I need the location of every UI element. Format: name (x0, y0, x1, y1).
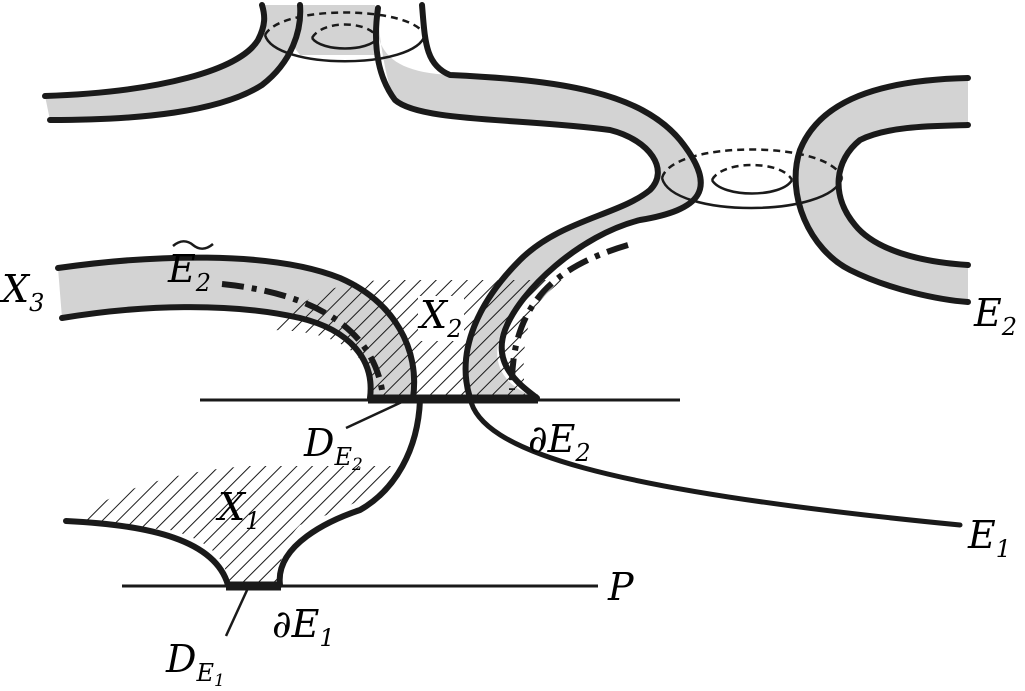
planes (122, 398, 680, 588)
label-boundary-e2: ∂E2 (528, 417, 591, 467)
label-d-e2: DE2 (304, 421, 363, 475)
label-e2: E2 (974, 291, 1018, 341)
label-d-e1: DE1 (166, 637, 225, 691)
region-x1 (72, 466, 392, 585)
right-tube (795, 78, 968, 302)
top-left-tube (45, 5, 302, 120)
e2-tilde-mark (172, 240, 214, 250)
right-handle-inner-front (710, 179, 794, 195)
label-x3: X3 (2, 267, 45, 317)
label-p: P (608, 565, 634, 609)
label-x2: X2 (418, 293, 465, 343)
top-handle-inner-front (310, 37, 380, 50)
right-handle-front (660, 177, 844, 210)
e1-curve (467, 395, 963, 528)
region-x2 (270, 280, 565, 398)
leader-d-e2 (345, 399, 405, 430)
x1-left-edge (63, 518, 231, 588)
leader-lines (224, 399, 405, 637)
top-handle-back (263, 11, 427, 36)
central-tube-right (419, 2, 704, 401)
right-handle-back (660, 148, 844, 179)
e2-inner-curve (508, 242, 629, 391)
label-e1: E1 (968, 513, 1012, 563)
e2-tilde-curve (221, 281, 385, 391)
central-tube (376, 8, 701, 398)
top-handle-front (263, 34, 427, 63)
dashdot-curves (221, 242, 629, 391)
label-e2-tilde: E2 (168, 247, 212, 297)
central-tube-left (373, 5, 661, 401)
x3-tube-upper (55, 254, 418, 401)
x1-right-edge (276, 397, 423, 588)
leader-d-e1 (224, 587, 250, 637)
top-handle-inner-back (310, 23, 380, 39)
top-left-tube-lower (47, 2, 304, 123)
hatched-regions (72, 280, 565, 585)
label-x1: X1 (218, 485, 261, 535)
top-left-tube-upper (42, 2, 268, 99)
handle-ellipses (263, 11, 844, 210)
contours (42, 2, 971, 588)
x3-tube-lower (59, 304, 374, 401)
label-boundary-e1: ∂E1 (272, 602, 335, 652)
right-handle-inner-back (710, 163, 794, 181)
